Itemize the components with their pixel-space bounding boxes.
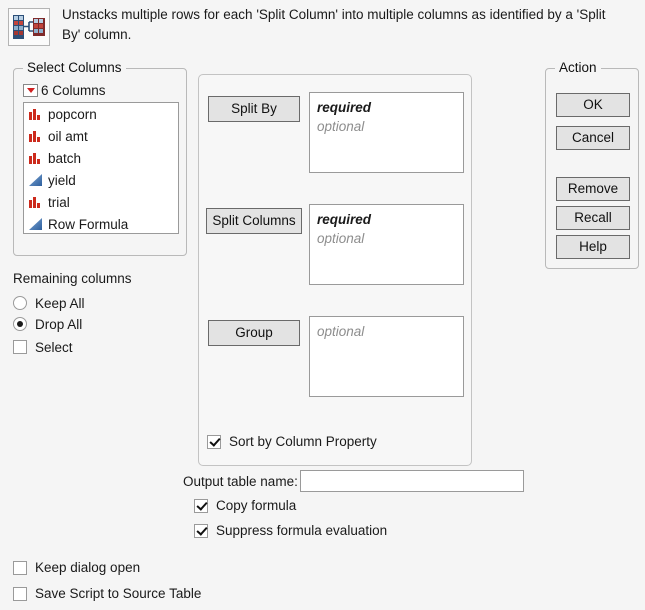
checkbox-select-label: Select (35, 339, 73, 355)
column-name: yield (48, 172, 76, 188)
list-item[interactable]: trial (24, 191, 178, 213)
nominal-column-icon (29, 196, 42, 208)
continuous-column-icon (29, 174, 42, 186)
group-button[interactable]: Group (208, 320, 300, 346)
checkbox-save-script-to-source-table[interactable]: Save Script to Source Table (13, 586, 201, 601)
radio-keep-all[interactable]: Keep All (13, 293, 85, 313)
list-item[interactable]: yield (24, 169, 178, 191)
select-columns-group: Select Columns 6 Columns popcorn oil amt… (13, 60, 187, 256)
checkbox-indicator[interactable] (194, 523, 208, 538)
list-item[interactable]: Row Formula (24, 213, 178, 233)
checkbox-indicator[interactable] (194, 498, 208, 513)
column-name: oil amt (48, 128, 88, 144)
column-count-label: 6 Columns (41, 82, 106, 98)
nominal-column-icon (29, 130, 42, 142)
save-script-label: Save Script to Source Table (35, 586, 202, 601)
chevron-down-icon[interactable] (23, 83, 38, 97)
column-name: Row Formula (48, 216, 129, 232)
ok-button[interactable]: OK (556, 93, 630, 117)
checkbox-indicator[interactable] (13, 340, 27, 354)
output-table-name-label: Output table name: (183, 473, 298, 489)
dialog-description: Unstacks multiple rows for each 'Split C… (62, 7, 606, 42)
checkbox-keep-dialog-open[interactable]: Keep dialog open (13, 560, 140, 575)
checkbox-indicator[interactable] (13, 560, 27, 575)
radio-keep-all-label: Keep All (35, 295, 85, 311)
select-columns-group-label: Select Columns (23, 60, 126, 75)
recall-button[interactable]: Recall (556, 206, 630, 230)
output-table-name-row: Output table name: (183, 470, 524, 492)
suppress-formula-evaluation-label: Suppress formula evaluation (216, 523, 388, 538)
cancel-button[interactable]: Cancel (556, 126, 630, 150)
checkbox-indicator[interactable] (13, 586, 27, 601)
radio-indicator[interactable] (13, 317, 27, 331)
split-columns-dropzone[interactable]: required optional (309, 204, 464, 285)
split-by-optional-hint: optional (317, 119, 365, 134)
checkbox-suppress-formula-evaluation[interactable]: Suppress formula evaluation (194, 523, 387, 538)
split-by-required-hint: required (317, 100, 372, 115)
copy-formula-label: Copy formula (216, 498, 297, 513)
radio-drop-all-label: Drop All (35, 316, 83, 332)
dialog-header: Unstacks multiple rows for each 'Split C… (0, 0, 645, 52)
sort-by-column-property-label: Sort by Column Property (229, 434, 377, 449)
nominal-column-icon (29, 152, 42, 164)
checkbox-copy-formula[interactable]: Copy formula (194, 498, 296, 513)
checkbox-sort-by-column-property[interactable]: Sort by Column Property (207, 434, 377, 449)
keep-dialog-open-label: Keep dialog open (35, 560, 141, 575)
list-item[interactable]: batch (24, 147, 178, 169)
split-columns-button[interactable]: Split Columns (206, 208, 302, 234)
split-table-icon (8, 8, 50, 46)
output-table-name-input[interactable] (299, 470, 524, 492)
help-button[interactable]: Help (556, 235, 630, 259)
action-group-label: Action (555, 60, 601, 75)
cast-panel: Split By required optional Split Columns… (198, 74, 472, 466)
checkbox-indicator[interactable] (207, 434, 221, 449)
continuous-column-icon (29, 218, 42, 230)
split-by-button[interactable]: Split By (208, 96, 300, 122)
split-columns-optional-hint: optional (317, 231, 365, 246)
split-by-dropzone[interactable]: required optional (309, 92, 464, 173)
column-name: trial (48, 194, 70, 210)
column-list[interactable]: popcorn oil amt batch yield trial Row Fo… (23, 102, 179, 234)
split-columns-required-hint: required (317, 212, 372, 227)
list-item[interactable]: oil amt (24, 125, 178, 147)
list-item[interactable]: popcorn (24, 103, 178, 125)
column-count-menu[interactable]: 6 Columns (23, 81, 106, 99)
nominal-column-icon (29, 108, 42, 120)
group-dropzone[interactable]: optional (309, 316, 464, 397)
action-group: Action OK Cancel Remove Recall Help (545, 60, 639, 269)
remaining-columns-title: Remaining columns (13, 271, 132, 286)
radio-drop-all[interactable]: Drop All (13, 314, 82, 334)
checkbox-select-remaining[interactable]: Select (13, 337, 73, 357)
group-optional-hint: optional (317, 324, 365, 339)
radio-indicator[interactable] (13, 296, 27, 310)
column-name: batch (48, 150, 82, 166)
remove-button[interactable]: Remove (556, 177, 630, 201)
column-name: popcorn (48, 106, 97, 122)
